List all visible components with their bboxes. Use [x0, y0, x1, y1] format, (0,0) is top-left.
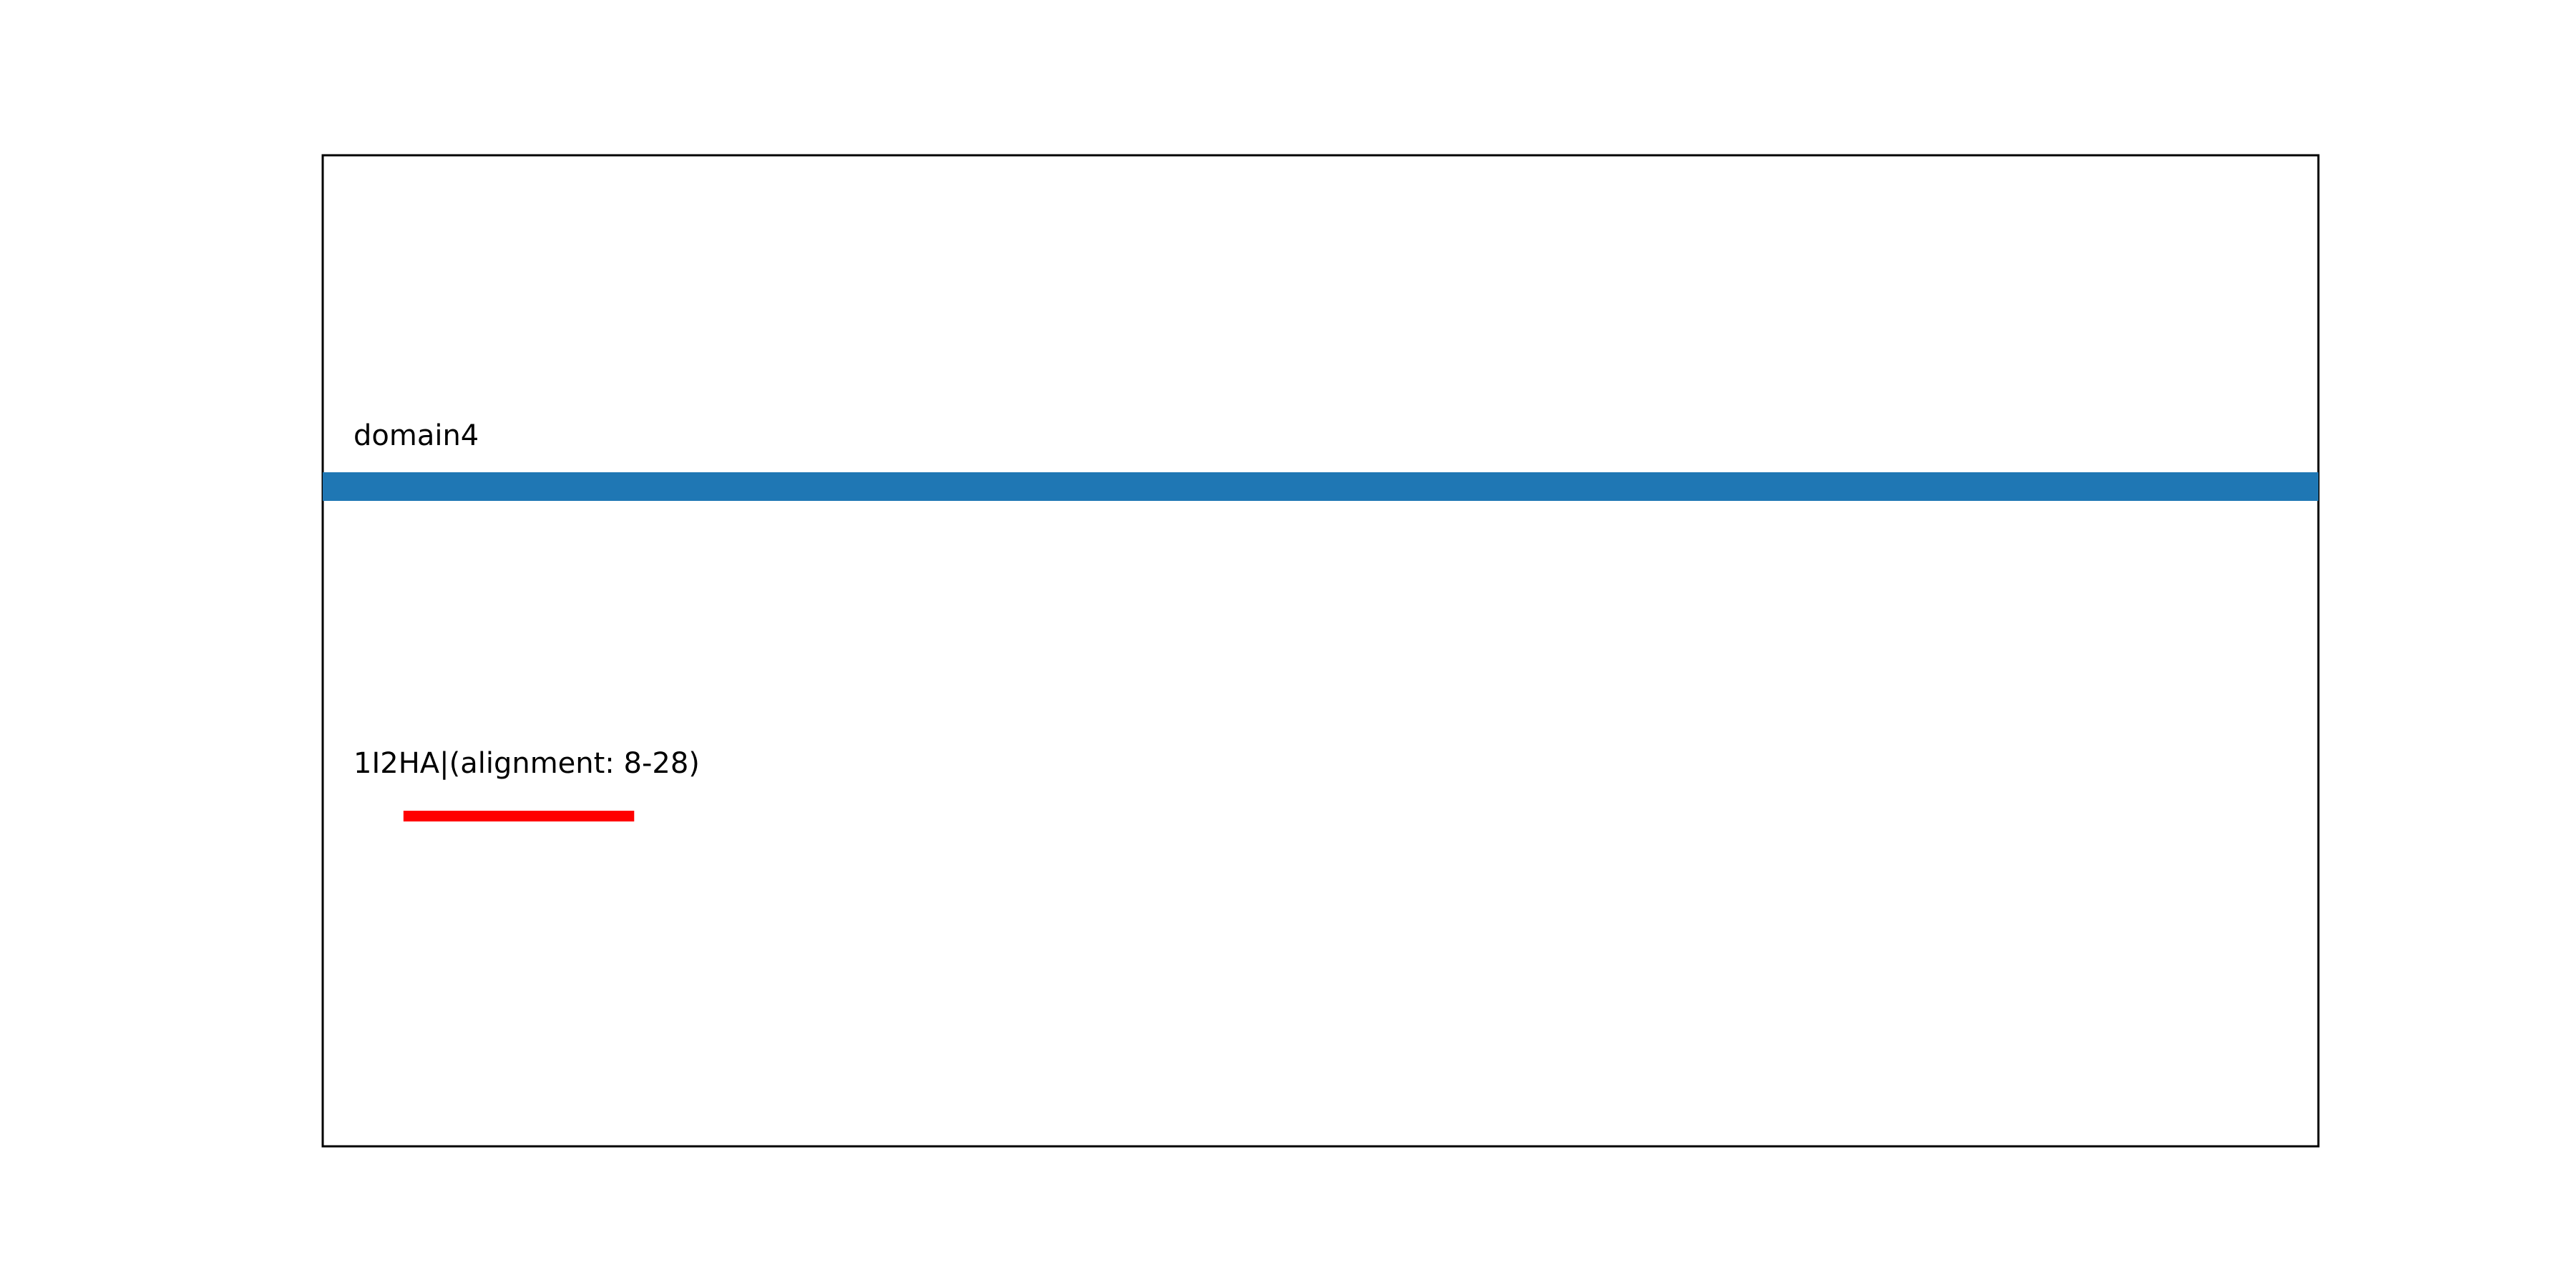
track-label-alignment: 1I2HA|(alignment: 8-28) — [353, 747, 700, 780]
domain-bar — [323, 472, 2318, 501]
track-label-domain4: domain4 — [353, 419, 479, 452]
plot-area-frame — [321, 154, 2320, 1148]
alignment-bar — [403, 811, 635, 821]
